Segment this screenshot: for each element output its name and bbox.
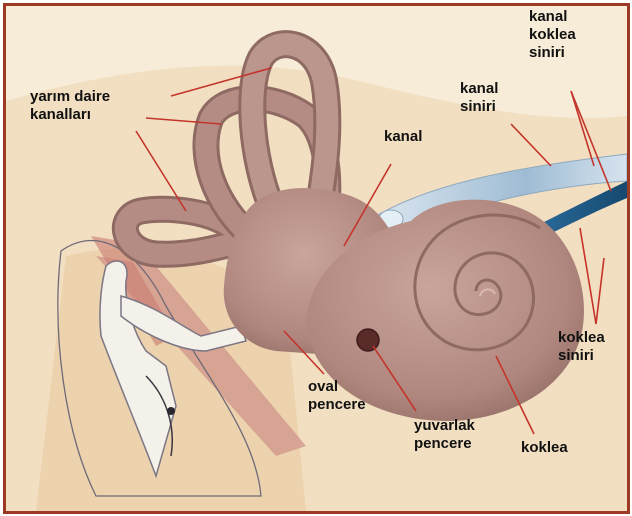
label-semicircular-canals: yarım daire kanalları: [30, 88, 110, 124]
label-canal: kanal: [384, 128, 422, 146]
diagram-frame: yarım daire kanalları kanal kanal siniri…: [3, 3, 630, 514]
label-cochlear-canal-nerve: kanal koklea siniri: [529, 8, 576, 62]
label-cochlea: koklea: [521, 439, 568, 457]
label-oval-window: oval pencere: [308, 378, 366, 414]
label-cochlear-nerve: koklea siniri: [558, 329, 605, 365]
eardrum-center: [167, 407, 175, 415]
round-window: [357, 329, 379, 351]
inner-ear-illustration: [6, 6, 627, 511]
label-canal-nerve: kanal siniri: [460, 80, 498, 116]
label-round-window: yuvarlak pencere: [414, 417, 475, 453]
